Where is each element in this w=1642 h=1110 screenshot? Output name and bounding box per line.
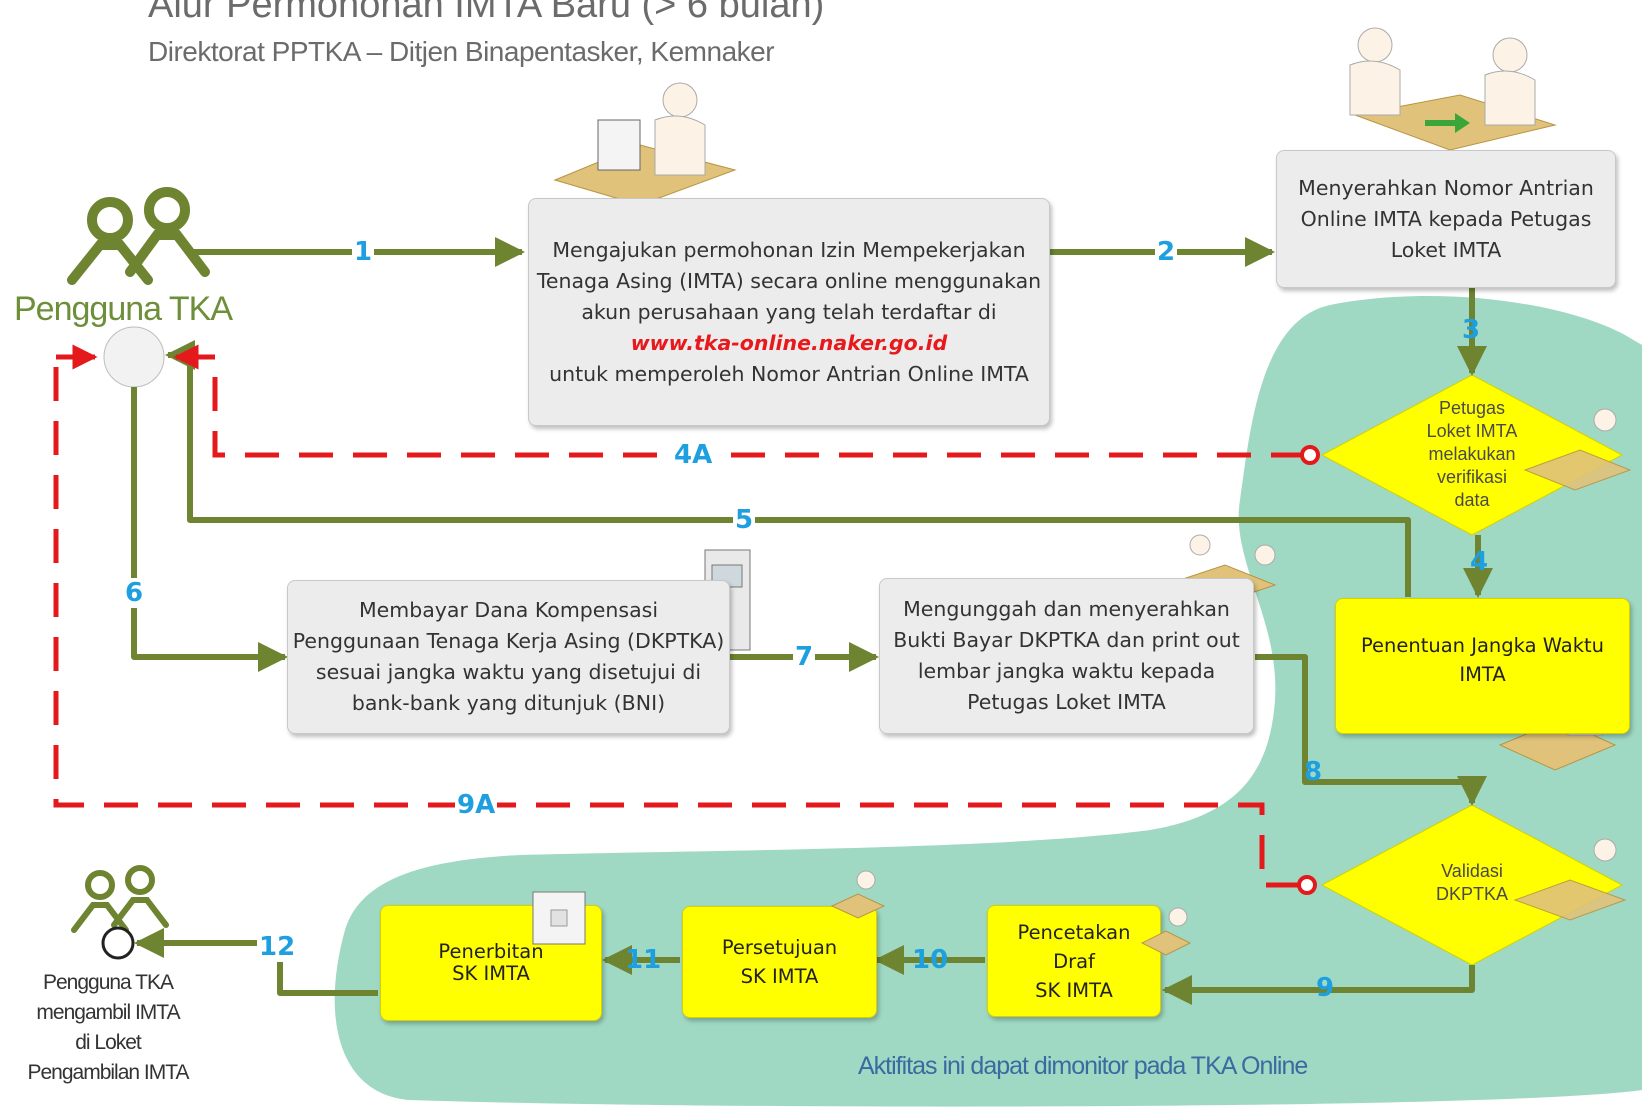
submit-queue-line-2: Online IMTA kepada Petugas — [1300, 206, 1592, 231]
flow-6 — [131, 387, 288, 672]
validation-text: Validasi DKPTKA — [1402, 860, 1542, 906]
validate-line-1: Validasi — [1441, 861, 1503, 881]
apply-online-line-5: untuk memperoleh Nomor Antrian Online IM… — [549, 361, 1029, 386]
user-connector-node — [103, 326, 165, 388]
approval-box: Persetujuan SK IMTA — [682, 906, 877, 1018]
apply-online-line-1: Mengajukan permohonan Izin Mempekerjakan — [552, 237, 1026, 262]
flow-9 — [1162, 965, 1475, 1005]
pay-dkptka-line-4: bank-bank yang ditunjuk (BNI) — [351, 691, 666, 715]
diagram-title: Alur Permohonan IMTA Baru (> 6 bulan) — [148, 0, 825, 26]
pickup-caption-line-4: Pengambilan IMTA — [27, 1061, 189, 1084]
handover-illustration — [1349, 27, 1557, 151]
certificate-illustration — [532, 891, 586, 945]
upload-proof-box: Mengunggah dan menyerahkan Bukti Bayar D… — [879, 578, 1254, 734]
print-officer-illustration — [1140, 907, 1192, 956]
approval-line-1: Persetujuan — [721, 936, 838, 959]
upload-proof-line-1: Mengunggah dan menyerahkan — [903, 597, 1230, 621]
reject-4a-origin — [1300, 445, 1320, 465]
duration-line-2: IMTA — [1459, 663, 1506, 686]
duration-line-1: Penentuan Jangka Waktu — [1360, 634, 1605, 657]
online-monitoring-region — [334, 296, 1642, 1107]
issuance-line-1: Penerbitan — [438, 940, 544, 963]
step-5-label: 5 — [733, 505, 756, 535]
verification-text: Petugas Loket IMTA melakukan verifikasi … — [1402, 397, 1542, 512]
upload-proof-line-2: Bukti Bayar DKPTKA dan print out — [893, 628, 1240, 652]
pickup-connector-node — [101, 926, 135, 960]
pay-dkptka-box: Membayar Dana Kompensasi Penggunaan Tena… — [287, 580, 730, 734]
step-4-label: 4 — [1470, 547, 1489, 577]
verify-line-4: verifikasi — [1436, 467, 1507, 487]
step-9a-label: 9A — [455, 790, 498, 820]
pickup-caption-line-1: Pengguna TKA — [42, 971, 174, 994]
reject-9a — [53, 357, 1300, 888]
step-8-label: 8 — [1304, 757, 1323, 787]
flow-12 — [134, 928, 378, 996]
print-draft-line-1: Pencetakan — [1017, 920, 1131, 944]
upload-proof-line-4: Petugas Loket IMTA — [967, 690, 1166, 714]
apply-online-line-3: akun perusahaan yang telah terdaftar di — [581, 299, 997, 324]
step-10-label: 10 — [912, 945, 949, 975]
person-computer-illustration — [553, 82, 737, 206]
step-3-label: 3 — [1462, 315, 1481, 345]
apply-online-box: Mengajukan permohonan Izin Mempekerjakan… — [528, 198, 1050, 426]
step-1-label: 1 — [352, 237, 375, 267]
step-6-label: 6 — [123, 578, 146, 608]
flow-8 — [1255, 654, 1487, 806]
step-4a-label: 4A — [672, 440, 715, 470]
diagram-subtitle: Direktorat PPTKA – Ditjen Binapentasker,… — [148, 36, 775, 67]
verification-diamond — [1320, 374, 1624, 536]
verify-line-2: Loket IMTA — [1426, 421, 1518, 441]
pickup-caption: Pengguna TKA mengambil IMTA di Loket Pen… — [8, 968, 208, 1088]
reject-4a — [200, 354, 1305, 458]
monitoring-footnote: Aktifitas ini dapat dimonitor pada TKA O… — [858, 1052, 1308, 1080]
verify-officer-illustration — [1523, 408, 1632, 491]
step-7-label: 7 — [793, 642, 816, 672]
pickup-caption-line-3: di Loket — [75, 1031, 142, 1054]
reject-9a-origin — [1297, 875, 1317, 895]
submit-queue-line-1: Menyerahkan Nomor Antrian — [1298, 175, 1594, 200]
verify-line-1: Petugas — [1438, 398, 1506, 418]
user-group-icon — [67, 187, 210, 285]
duration-box: Penentuan Jangka Waktu IMTA — [1335, 598, 1630, 734]
pay-dkptka-line-1: Membayar Dana Kompensasi — [358, 598, 659, 622]
print-draft-box: Pencetakan Draf SK IMTA — [987, 905, 1161, 1017]
approval-officer-illustration — [830, 870, 886, 919]
step-11-label: 11 — [625, 945, 662, 975]
print-draft-line-3: SK IMTA — [1035, 978, 1113, 1002]
issuance-line-2: SK IMTA — [452, 962, 530, 985]
pay-dkptka-line-2: Penggunaan Tenaga Kerja Asing (DKPTKA) — [292, 629, 725, 653]
submit-queue-box: Menyerahkan Nomor Antrian Online IMTA ke… — [1276, 150, 1616, 288]
verify-line-5: data — [1454, 490, 1490, 510]
pickup-user-icon — [71, 865, 169, 933]
approval-line-2: SK IMTA — [740, 965, 819, 988]
validate-officer-illustration — [1513, 838, 1627, 921]
pay-dkptka-line-3: sesuai jangka waktu yang disetujui di — [315, 660, 702, 684]
step-2-label: 2 — [1155, 237, 1178, 267]
step-9-label: 9 — [1316, 973, 1335, 1003]
step-12-label: 12 — [257, 932, 298, 962]
validate-line-2: DKPTKA — [1435, 884, 1509, 904]
submit-queue-line-3: Loket IMTA — [1390, 237, 1502, 262]
apply-online-line-2: Tenaga Asing (IMTA) secara online menggu… — [536, 268, 1042, 293]
print-draft-line-2: Draf — [1053, 949, 1095, 973]
verify-line-3: melakukan — [1428, 444, 1516, 464]
user-label: Pengguna TKA — [14, 290, 233, 328]
upload-proof-line-3: lembar jangka waktu kepada — [917, 659, 1216, 683]
tka-online-url: www.tka-online.naker.go.id — [630, 330, 948, 355]
pickup-caption-line-2: mengambil IMTA — [36, 1001, 180, 1024]
